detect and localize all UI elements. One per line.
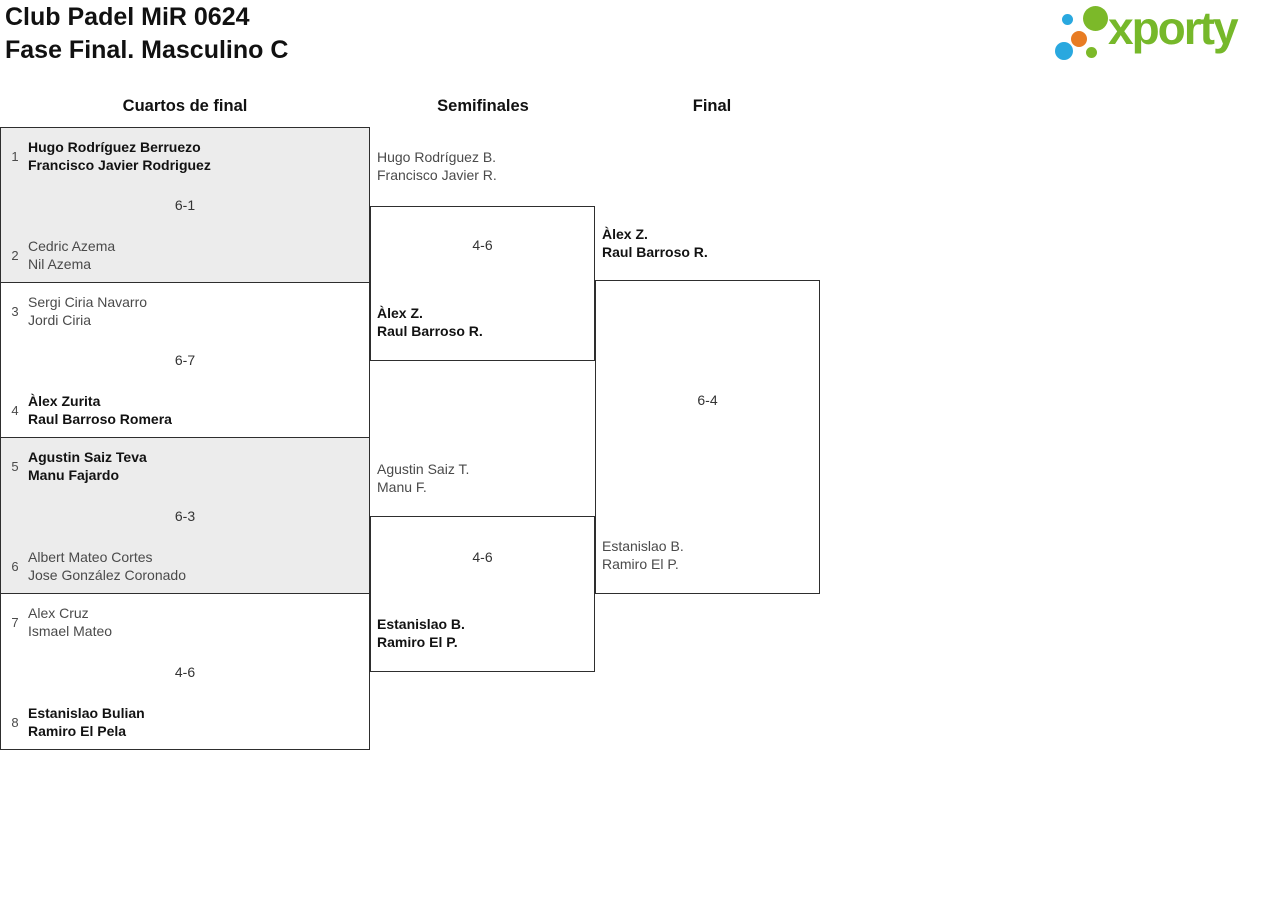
player-name: Manu Fajardo — [28, 467, 120, 483]
quarterfinal-match-3: 5 Agustin Saiz Teva Manu Fajardo 6-3 6 A… — [0, 437, 370, 594]
seed-number: 1 — [11, 148, 19, 164]
xporty-logo[interactable]: xporty — [1055, 2, 1273, 68]
semifinal-1-score: 4-6 — [472, 237, 493, 253]
team-slot: 1 Hugo Rodríguez Berruezo Francisco Javi… — [7, 138, 211, 174]
player-name: Estanislao B. — [602, 538, 684, 554]
player-name: Manu F. — [377, 479, 427, 495]
tournament-name: Club Padel MiR 0624 — [5, 3, 250, 31]
semifinal-1-top-team: Hugo Rodríguez B. Francisco Javier R. — [377, 148, 497, 184]
final-top-team: Àlex Z. Raul Barroso R. — [602, 225, 708, 261]
semifinal-2-bottom-team: Estanislao B. Ramiro El P. — [377, 615, 465, 651]
player-name: Àlex Z. — [377, 305, 423, 321]
seed-number: 8 — [11, 714, 19, 730]
player-name: Albert Mateo Cortes — [28, 549, 153, 565]
player-name: Àlex Zurita — [28, 393, 101, 409]
player-name: Ramiro El P. — [377, 634, 458, 650]
team-names: Alex Cruz Ismael Mateo — [28, 604, 112, 640]
logo-wordmark: xporty — [1108, 2, 1239, 54]
logo-dot-green-small-icon — [1086, 47, 1097, 58]
player-name: Jordi Ciria — [28, 312, 92, 328]
player-name: Hugo Rodríguez Berruezo — [28, 139, 201, 155]
player-name: Nil Azema — [28, 256, 92, 272]
seed-number: 5 — [11, 458, 19, 474]
seed-number: 4 — [11, 402, 19, 418]
player-name: Ramiro El Pela — [28, 723, 127, 739]
phase-name: Fase Final. Masculino C — [5, 36, 289, 64]
player-name: Ismael Mateo — [28, 623, 113, 639]
seed-number: 7 — [11, 614, 19, 630]
team-names: Hugo Rodríguez Berruezo Francisco Javier… — [28, 138, 211, 174]
team-slot: 2 Cedric Azema Nil Azema — [7, 237, 115, 273]
team-names: Agustin Saiz Teva Manu Fajardo — [28, 448, 147, 484]
round-header-semifinales: Semifinales — [437, 97, 529, 115]
player-name: Estanislao B. — [377, 616, 465, 632]
player-name: Àlex Z. — [602, 226, 648, 242]
player-name: Sergi Ciria Navarro — [28, 294, 148, 310]
semifinal-1-box — [370, 206, 595, 361]
round-header-final: Final — [692, 97, 732, 115]
match-score: 6-3 — [174, 507, 196, 524]
logo-dot-blue-large-icon — [1055, 42, 1073, 60]
seed-number: 6 — [11, 558, 19, 574]
final-bottom-team: Estanislao B. Ramiro El P. — [602, 537, 684, 573]
team-slot: 8 Estanislao Bulian Ramiro El Pela — [7, 704, 145, 740]
team-names: Estanislao Bulian Ramiro El Pela — [28, 704, 145, 740]
player-name: Cedric Azema — [28, 238, 116, 254]
semifinal-2-score: 4-6 — [472, 549, 493, 565]
player-name: Jose González Coronado — [28, 567, 186, 583]
player-name: Francisco Javier R. — [377, 167, 497, 183]
player-name: Agustin Saiz Teva — [28, 449, 147, 465]
team-names: Albert Mateo Cortes Jose González Corona… — [28, 548, 186, 584]
player-name: Agustin Saiz T. — [377, 461, 470, 477]
final-box — [595, 280, 820, 594]
team-slot: 4 Àlex Zurita Raul Barroso Romera — [7, 392, 172, 428]
quarterfinal-match-4: 7 Alex Cruz Ismael Mateo 4-6 8 Estanisla… — [0, 593, 370, 750]
team-names: Sergi Ciria Navarro Jordi Ciria — [28, 293, 147, 329]
player-name: Francisco Javier Rodriguez — [28, 157, 211, 173]
quarterfinal-match-2: 3 Sergi Ciria Navarro Jordi Ciria 6-7 4 … — [0, 282, 370, 438]
logo-dot-orange-icon — [1071, 31, 1087, 47]
player-name: Alex Cruz — [28, 605, 89, 621]
seed-number: 3 — [11, 303, 19, 319]
player-name: Hugo Rodríguez B. — [377, 149, 497, 165]
player-name: Estanislao Bulian — [28, 705, 145, 721]
player-name: Ramiro El P. — [602, 556, 679, 572]
match-score: 6-7 — [174, 352, 196, 368]
final-score: 6-4 — [697, 392, 718, 408]
team-slot: 7 Alex Cruz Ismael Mateo — [7, 604, 112, 640]
semifinal-1-bottom-team: Àlex Z. Raul Barroso R. — [377, 304, 483, 340]
semifinal-2-box — [370, 516, 595, 672]
round-header-cuartos: Cuartos de final — [122, 97, 248, 115]
logo-dot-blue-small-icon — [1062, 14, 1073, 25]
player-name: Raul Barroso R. — [602, 244, 708, 260]
team-slot: 5 Agustin Saiz Teva Manu Fajardo — [7, 448, 147, 484]
match-score: 4-6 — [174, 663, 196, 680]
player-name: Raul Barroso Romera — [28, 411, 172, 427]
page-title: Club Padel MiR 0624 Fase Final. Masculin… — [5, 1, 288, 67]
seed-number: 2 — [11, 247, 19, 263]
team-names: Àlex Zurita Raul Barroso Romera — [28, 392, 172, 428]
match-score: 6-1 — [174, 197, 196, 213]
team-slot: 6 Albert Mateo Cortes Jose González Coro… — [7, 548, 186, 584]
quarterfinal-match-1: 1 Hugo Rodríguez Berruezo Francisco Javi… — [0, 127, 370, 283]
logo-dot-green-large-icon — [1083, 6, 1108, 31]
team-names: Cedric Azema Nil Azema — [28, 237, 115, 273]
team-slot: 3 Sergi Ciria Navarro Jordi Ciria — [7, 293, 147, 329]
player-name: Raul Barroso R. — [377, 323, 483, 339]
semifinal-2-top-team: Agustin Saiz T. Manu F. — [377, 460, 469, 496]
